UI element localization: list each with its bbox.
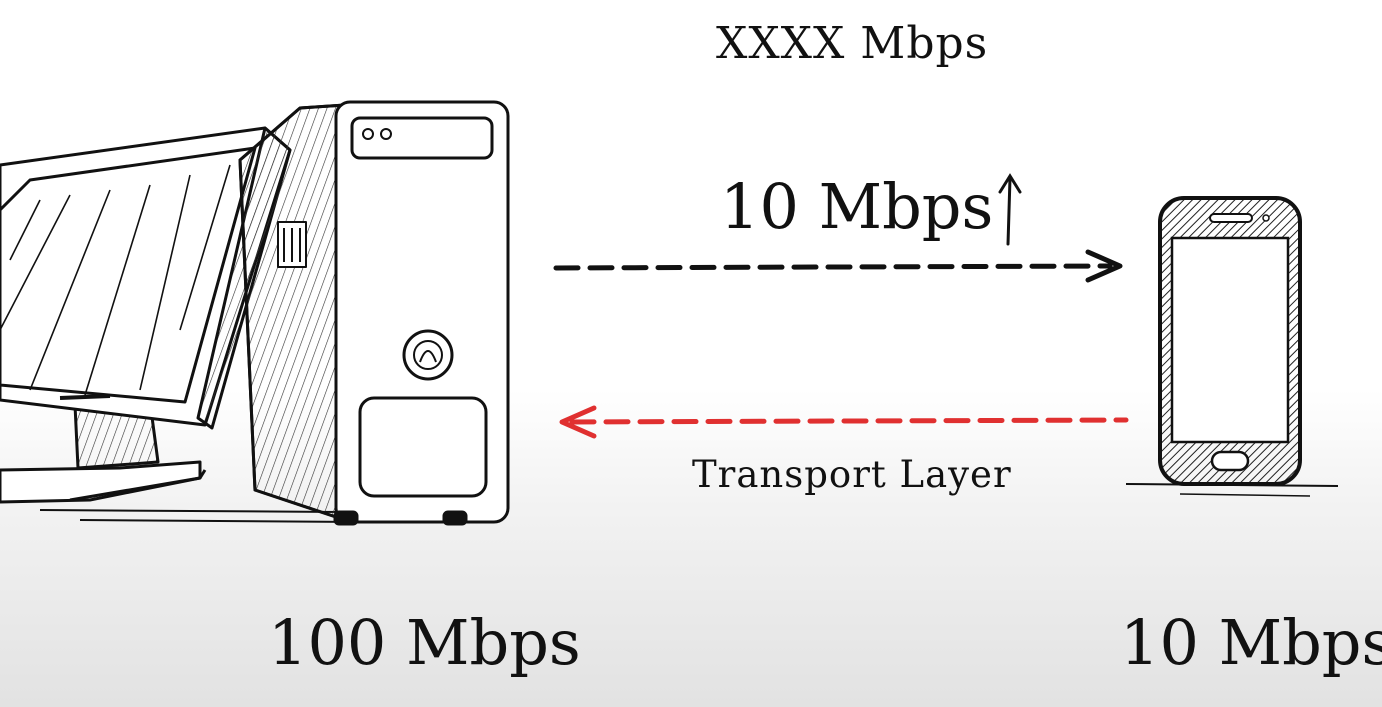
speed-rate-label: 10 Mbps <box>720 170 994 243</box>
smartphone-icon <box>1125 196 1339 497</box>
desktop-computer-icon <box>0 100 510 526</box>
top-rate-label: XXXX Mbps <box>716 18 989 69</box>
transport-layer-label: Transport Layer <box>692 453 1012 496</box>
phone-rate-label: 10 Mbps <box>1120 606 1382 679</box>
up-arrow-icon <box>998 173 1022 246</box>
computer-rate-label: 100 Mbps <box>268 606 581 679</box>
return-arrow <box>559 405 1129 439</box>
forward-arrow <box>553 249 1123 283</box>
